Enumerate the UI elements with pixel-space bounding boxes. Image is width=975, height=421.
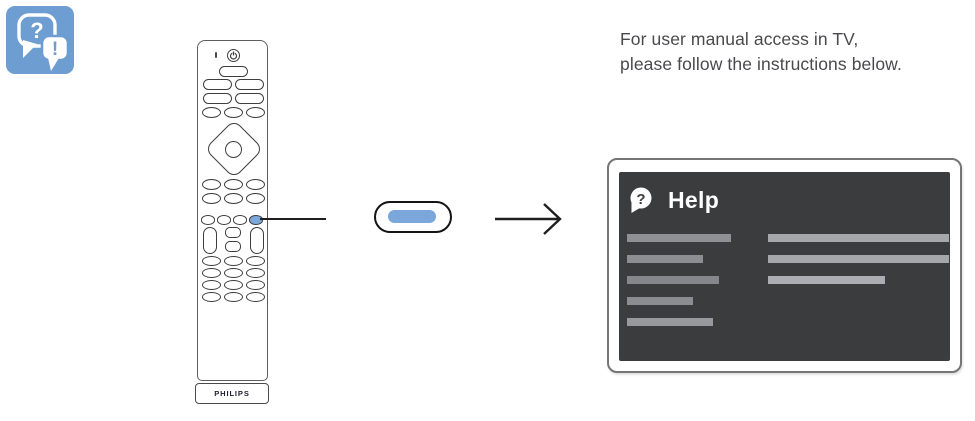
menu-bar — [768, 234, 949, 242]
mute-button — [225, 227, 241, 238]
exclamation-glyph: ! — [52, 39, 58, 60]
instruction-line-1: For user manual access in TV, — [620, 29, 859, 49]
remote-control — [197, 40, 268, 381]
magnified-help-button — [374, 201, 452, 233]
digit-button — [202, 280, 221, 290]
digit-button — [224, 292, 243, 302]
function-button — [224, 193, 243, 204]
volume-rocker — [203, 227, 217, 254]
color-key-yellow — [233, 215, 247, 225]
question-glyph: ? — [30, 18, 43, 43]
help-button-highlight — [388, 210, 436, 223]
menu-bar — [627, 297, 693, 305]
digit-button — [246, 268, 265, 278]
remote-brand-plate: PHILIPS — [195, 383, 269, 404]
power-button — [227, 49, 240, 62]
question-bubble-icon: ? — [630, 187, 652, 213]
tv-screen: ? Help — [619, 172, 950, 361]
digit-button — [202, 268, 221, 278]
function-button — [202, 179, 221, 190]
help-title: Help — [668, 186, 720, 213]
brand-label: PHILIPS — [214, 389, 250, 398]
digit-button — [246, 280, 265, 290]
function-button — [203, 93, 232, 104]
function-button — [246, 193, 265, 204]
menu-bar — [627, 234, 731, 242]
help-header: ? Help — [629, 186, 719, 214]
function-button — [224, 107, 243, 118]
function-button — [202, 193, 221, 204]
digit-button — [224, 280, 243, 290]
options-button — [225, 241, 241, 252]
color-key-green — [217, 215, 231, 225]
function-button — [246, 107, 265, 118]
instruction-line-2: please follow the instructions below. — [620, 54, 902, 74]
function-button — [224, 179, 243, 190]
instruction-text: For user manual access in TV, please fol… — [620, 27, 902, 77]
power-icon — [229, 51, 238, 60]
color-key-red — [201, 215, 215, 225]
question-glyph: ? — [636, 191, 645, 208]
ambilight-button — [219, 66, 248, 77]
function-button — [246, 179, 265, 190]
digit-button — [202, 292, 221, 302]
digit-button — [246, 256, 265, 266]
function-button — [235, 79, 264, 90]
callout-line — [260, 217, 326, 220]
function-button — [235, 93, 264, 104]
menu-bar — [768, 255, 949, 263]
help-chat-icon: ? ! — [6, 6, 74, 74]
remote-led-indicator — [215, 52, 217, 58]
menu-bar — [627, 255, 703, 263]
menu-bar — [627, 318, 713, 326]
function-button — [202, 107, 221, 118]
ok-button — [225, 140, 242, 158]
digit-button — [224, 256, 243, 266]
channel-rocker — [250, 227, 264, 254]
digit-button — [202, 256, 221, 266]
digit-button — [224, 268, 243, 278]
menu-bar — [627, 276, 719, 284]
chat-bubbles-icon: ? ! — [17, 13, 70, 71]
right-arrow-icon — [495, 203, 562, 235]
menu-bar — [768, 276, 885, 284]
function-button — [203, 79, 232, 90]
tv-frame: ? Help — [607, 158, 962, 373]
digit-button — [246, 292, 265, 302]
